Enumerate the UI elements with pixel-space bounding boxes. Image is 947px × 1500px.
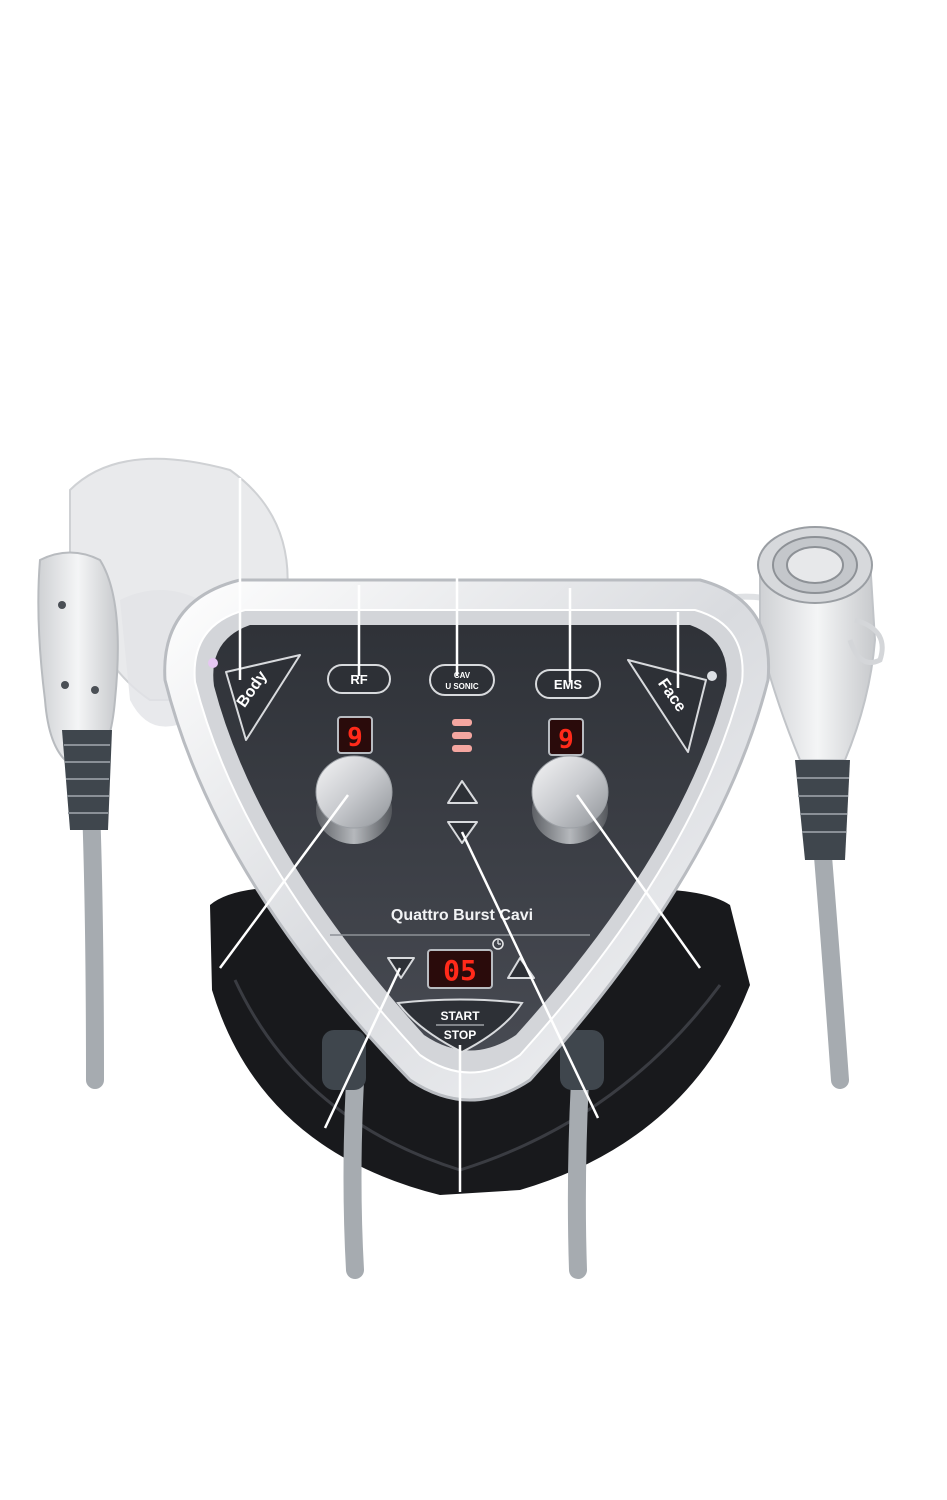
callout-line-ems-knob bbox=[575, 794, 702, 969]
callout-line-cav-down bbox=[460, 831, 600, 1119]
body-mode-button[interactable]: Body bbox=[225, 654, 301, 741]
usonic-button-label: U SONIC bbox=[445, 682, 479, 691]
rf-intensity-knob[interactable] bbox=[315, 755, 393, 844]
cav-up-button[interactable] bbox=[447, 780, 478, 804]
cav-level-indicator bbox=[452, 719, 472, 752]
cav-level-light bbox=[452, 745, 472, 752]
ems-intensity-knob[interactable] bbox=[531, 755, 609, 844]
ems-mode-button[interactable]: EMS bbox=[535, 669, 601, 699]
rf-button-label: RF bbox=[350, 672, 367, 687]
body-status-led bbox=[208, 658, 218, 668]
rf-mode-button[interactable]: RF bbox=[327, 664, 391, 694]
base-connector-left bbox=[322, 1030, 366, 1090]
face-status-led bbox=[707, 671, 717, 681]
stop-label: STOP bbox=[444, 1028, 476, 1042]
timer-display bbox=[427, 949, 493, 989]
ems-level-value: 9 bbox=[558, 725, 574, 755]
ems-button-label: EMS bbox=[554, 677, 583, 692]
brand-label: Quattro Burst Cavi bbox=[391, 907, 533, 924]
base-cable-right bbox=[567, 1071, 589, 1279]
face-handpiece bbox=[688, 526, 885, 860]
rf-level-value: 9 bbox=[347, 723, 363, 753]
cav-button-label: CAV bbox=[454, 671, 471, 680]
cav-level-light bbox=[452, 732, 472, 739]
start-stop-button[interactable]: START STOP bbox=[396, 998, 524, 1054]
cav-level-light bbox=[452, 719, 472, 726]
rf-level-display bbox=[337, 716, 373, 754]
ems-level-display bbox=[548, 718, 584, 756]
clock-icon bbox=[492, 938, 504, 950]
base-cable-left bbox=[343, 1071, 364, 1279]
callout-line-rf-knob bbox=[218, 794, 350, 969]
timer-down-button[interactable] bbox=[387, 957, 415, 979]
face-mode-button[interactable]: Face bbox=[627, 659, 707, 753]
callout-line-timer-down bbox=[323, 967, 402, 1129]
timer-value: 05 bbox=[443, 954, 477, 987]
start-label: START bbox=[440, 1009, 480, 1023]
callout-lines bbox=[218, 478, 702, 1192]
base-connector-right bbox=[560, 1030, 604, 1090]
cav-usonic-mode-button[interactable]: CAV U SONIC bbox=[429, 664, 495, 696]
